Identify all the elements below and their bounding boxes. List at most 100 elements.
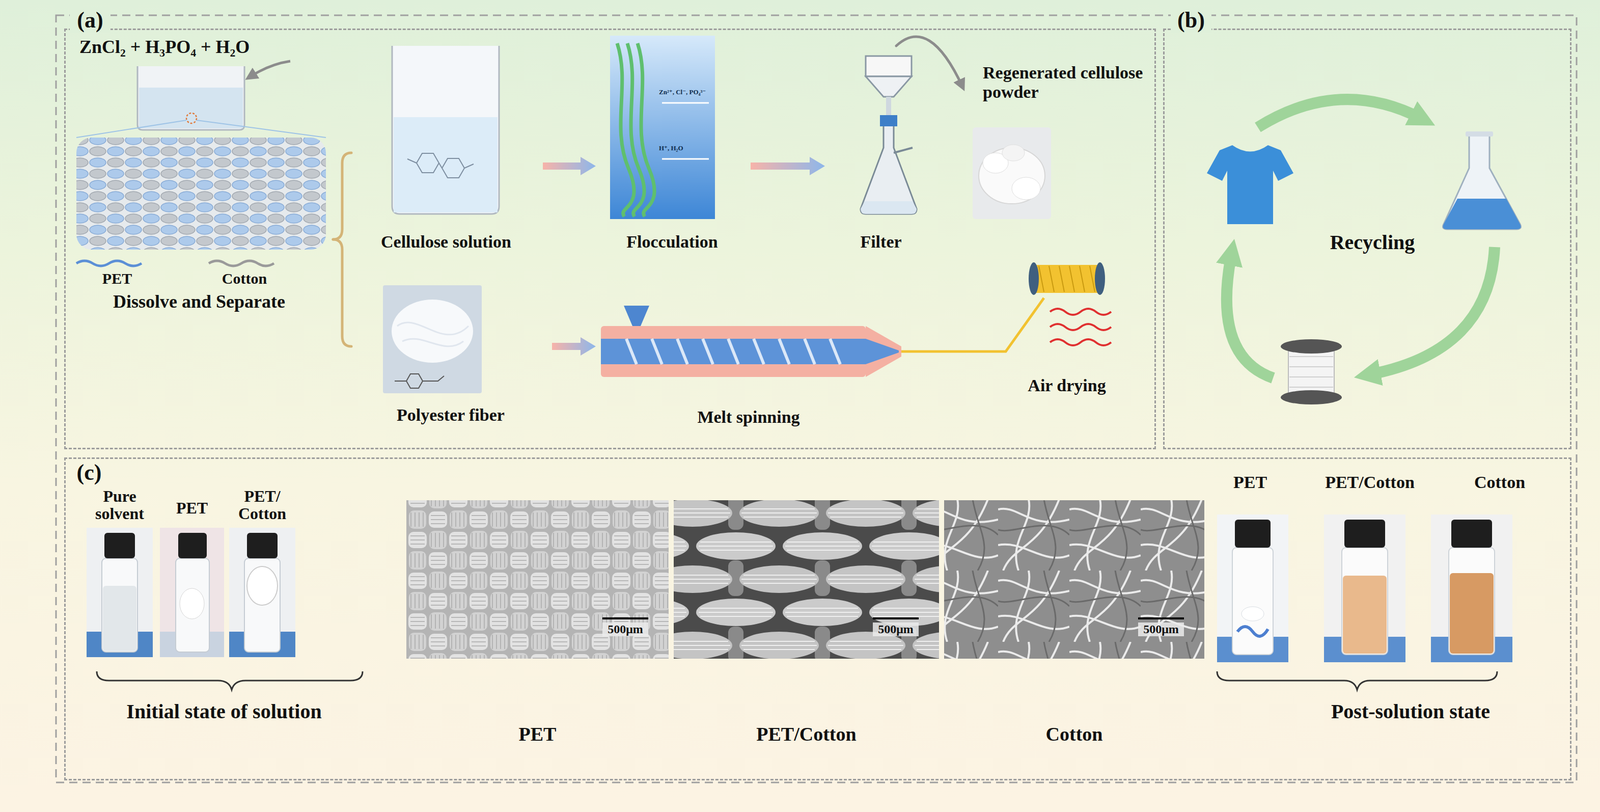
split-bracket: [333, 152, 352, 240]
sample-label: Pure solvent: [81, 487, 158, 522]
air-drying-spool-part: [1050, 308, 1112, 346]
recycling-cycle-part: [1257, 99, 1421, 128]
polyester-photo-part: [397, 322, 469, 347]
panel-label: (b): [1170, 7, 1212, 33]
dissolve-beaker-part: [137, 66, 245, 130]
recycling-cycle-part: [1226, 254, 1274, 378]
flocculation-picture-part: [610, 35, 715, 219]
recycling-cycle-part: [1288, 346, 1335, 398]
sample-label: Cotton: [1466, 472, 1533, 492]
initial-vials-part: [178, 532, 207, 559]
air-drying-spool-part: [1033, 264, 1100, 293]
process-step: Cellulose solution: [351, 32, 543, 263]
recycling-cycle-part: [1443, 136, 1522, 230]
cellulose-beaker: [392, 45, 500, 214]
post-vials-part: [1341, 547, 1388, 655]
extruder-part: [865, 338, 899, 365]
extruder-part: [600, 325, 866, 377]
filter-flask-part: [886, 96, 892, 118]
post-vials-part: [1449, 572, 1494, 654]
initial-vials-part: [101, 558, 138, 652]
flocculation-picture: [610, 35, 715, 219]
dissolve-beaker-part: [76, 120, 326, 138]
extruder-part: [865, 325, 902, 377]
flow-arrow: [542, 156, 596, 176]
cellulose-powder-photo: [972, 127, 1052, 219]
polyester-photo: [382, 285, 482, 394]
dissolve-beaker: [76, 61, 326, 266]
sem-images-part: [406, 500, 669, 659]
scale-label: 500μm: [602, 622, 649, 637]
cellulose-beaker-part: [407, 158, 474, 169]
dissolve-step: PET CottonDissolve and Separate: [67, 61, 334, 321]
step-caption: Melt spinning: [595, 407, 902, 427]
panel-label: (a): [69, 7, 111, 33]
cellulose-beaker-part: [416, 153, 439, 173]
post-vials-part: [1237, 626, 1268, 637]
post-vials-part: [1448, 547, 1495, 655]
sem-images-part: [673, 500, 940, 659]
image-caption: PET: [406, 723, 669, 746]
fiber-label: Cotton: [211, 269, 278, 288]
sem-image: 500μmPET/Cotton: [673, 500, 942, 754]
sample-label: PET/Cotton: [1318, 472, 1421, 492]
scale-label: 500μm: [1138, 622, 1184, 637]
initial-vials-part: [102, 585, 137, 651]
post-vials-part: [1217, 514, 1289, 662]
air-drying-spool: [1028, 262, 1112, 346]
recycling-cycle-part: [1280, 390, 1342, 405]
sem-images-part: [602, 617, 1184, 620]
dissolve-beaker-part: [76, 137, 326, 250]
filter-flask-part: [893, 147, 913, 153]
recycling-cycle-part: [1443, 198, 1522, 230]
sample-label: PET/ Cotton: [229, 487, 296, 522]
sem-images-part: [944, 500, 1205, 659]
fiber-label: PET: [86, 269, 148, 288]
filter-flask-part: [879, 115, 898, 127]
dissolve-beaker-part: [208, 260, 274, 266]
cellulose-powder-photo-part: [1011, 177, 1041, 200]
image-caption: Cotton: [944, 723, 1205, 746]
step-caption: Cellulose solution: [351, 232, 541, 252]
post-vials-part: [1217, 671, 1498, 690]
initial-vials-part: [86, 527, 153, 657]
dissolve-beaker-part: [250, 61, 291, 77]
dissolve-beaker-part: [186, 113, 197, 124]
filter-flask-part: [865, 56, 912, 77]
cellulose-beaker-part: [392, 45, 500, 214]
step-caption: Regenerated cellulose powder: [982, 63, 1146, 102]
initial-vials-part: [179, 588, 205, 619]
post-vials-part: [1323, 514, 1406, 662]
extruder: [600, 297, 1044, 377]
step-caption: Air drying: [998, 375, 1136, 396]
reagent-formula: ZnCl₂ + H₃PO₄ + H₂O: [79, 36, 396, 58]
polyester-photo-part: [391, 299, 474, 363]
sem-images: [406, 500, 1205, 659]
process-step: Melt spinning: [595, 305, 904, 439]
polyester-photo-part: [406, 373, 423, 389]
group-caption: Post-solution state: [1257, 700, 1564, 724]
post-vials-part: [1344, 519, 1386, 548]
extruder-part: [600, 338, 866, 365]
outer-frame: [56, 15, 1577, 783]
panel-box: (c)Pure solventPETPET/ CottonInitial sta…: [64, 457, 1572, 781]
step-caption: Flocculation: [595, 232, 749, 252]
step-caption: Filter: [824, 232, 937, 252]
process-step: Regenerated cellulose powder: [962, 56, 1152, 225]
flow-arrow: [750, 156, 825, 176]
panel-label: (c): [68, 459, 110, 485]
post-vials-part: [1232, 547, 1274, 655]
step-caption: Dissolve and Separate: [67, 291, 331, 312]
step-caption: Polyester fiber: [351, 405, 550, 425]
extruder-part: [901, 297, 1044, 352]
post-vials-part: [1430, 514, 1513, 662]
cycle-center: Recycling: [1293, 224, 1454, 265]
initial-vials-part: [96, 671, 363, 690]
filter-flask-part: [865, 76, 912, 97]
post-vials-part: [1451, 519, 1493, 548]
recycling-cycle-part: [1280, 339, 1342, 354]
initial-vials-part: [246, 566, 278, 605]
cellulose-beaker-part: [442, 158, 465, 178]
